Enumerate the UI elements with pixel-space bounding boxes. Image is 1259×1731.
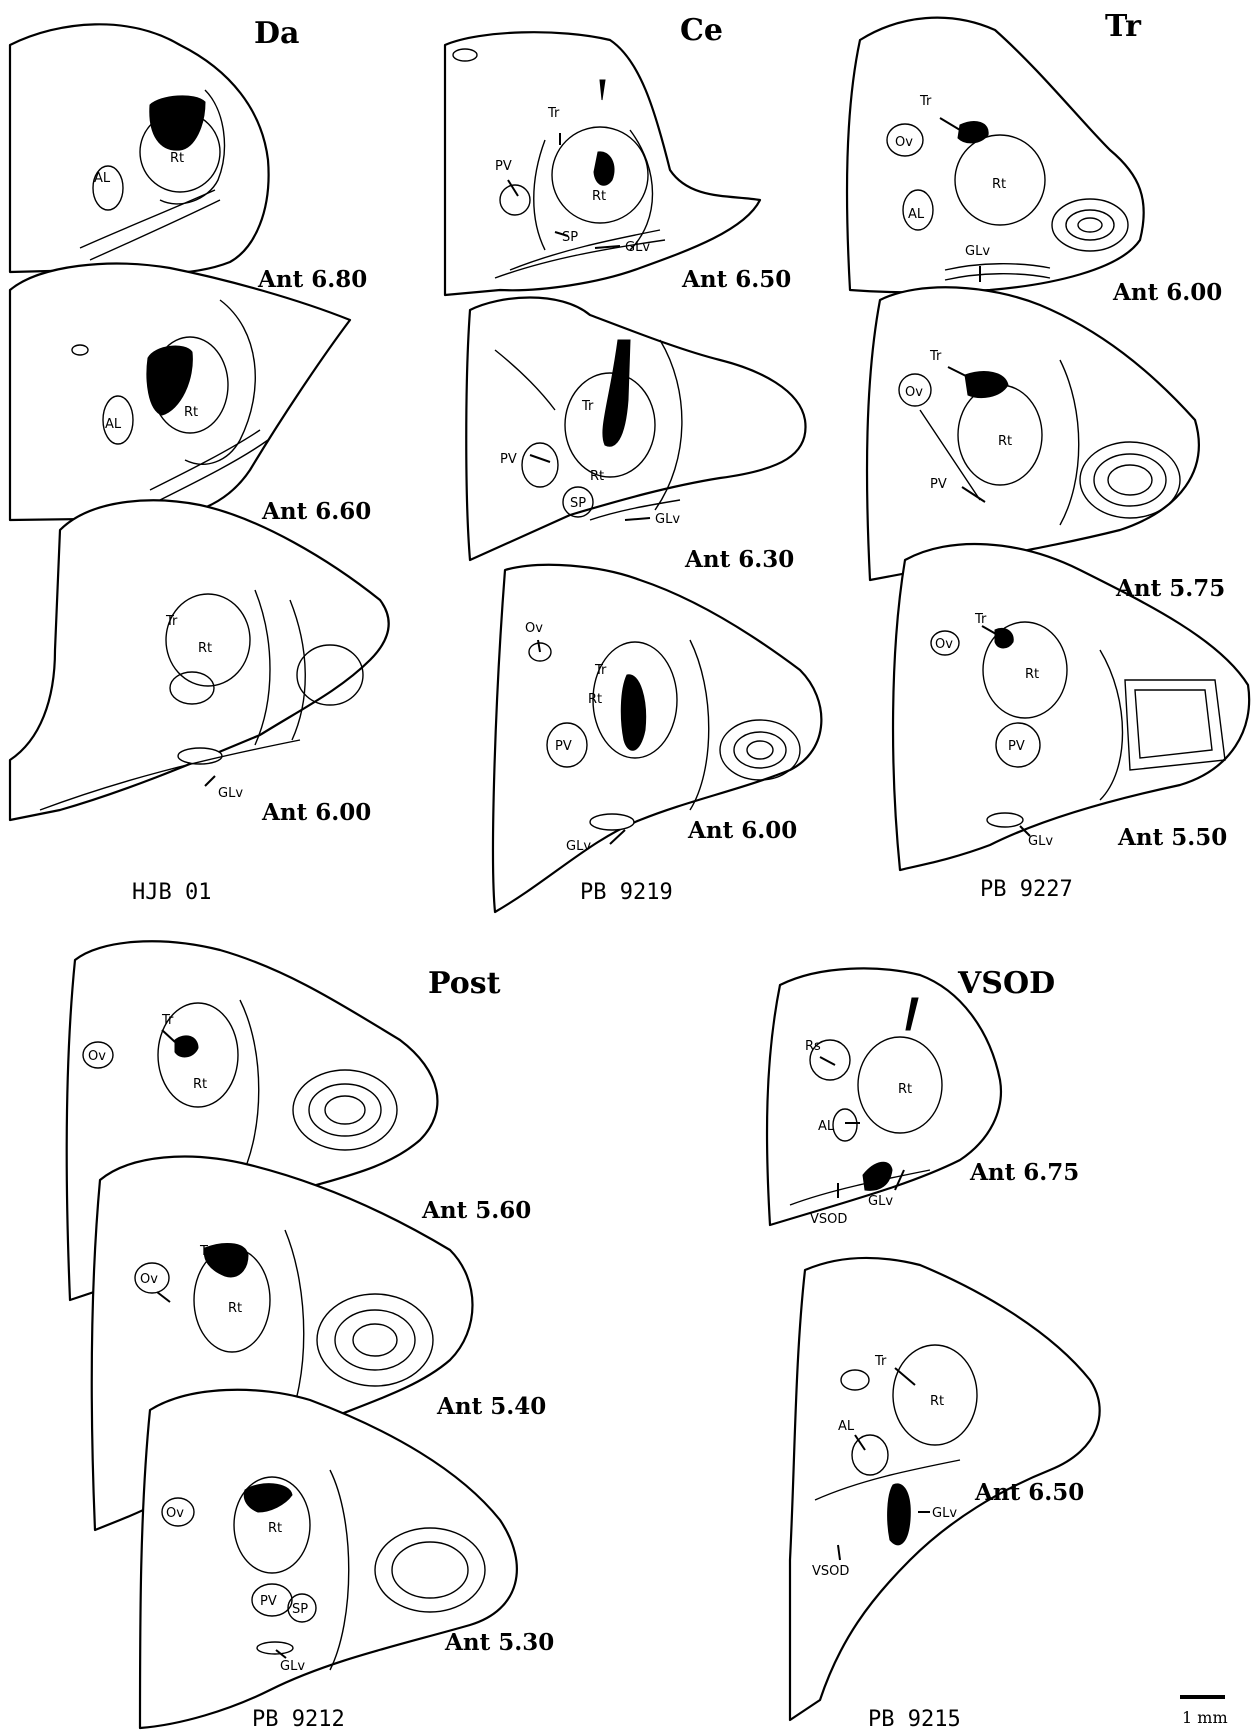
heading-tr: Tr (1105, 9, 1142, 44)
label-tr: Tr (594, 663, 607, 678)
label-glv: GLv (566, 839, 591, 854)
label-glv: GLv (868, 1194, 893, 1209)
level-label: Ant 5.40 (436, 1393, 546, 1420)
label-tr: Tr (874, 1354, 887, 1369)
label-tr: Tr (165, 614, 178, 629)
heading-ce: Ce (680, 13, 723, 48)
label-ov: Ov (905, 385, 923, 400)
section-post-ant530 (140, 1390, 517, 1728)
level-label: Ant 6.75 (969, 1159, 1079, 1186)
level-label: Ant 6.50 (974, 1479, 1084, 1506)
label-ov: Ov (140, 1272, 158, 1287)
case-id: HJB 01 (132, 880, 211, 905)
label-ov: Ov (935, 637, 953, 652)
label-rt: Rt (588, 692, 602, 707)
label-glv: GLv (625, 240, 650, 255)
panel-da (10, 24, 389, 820)
lesion-tr-600 (958, 122, 988, 143)
heading-da: Da (254, 16, 299, 51)
label-tr: Tr (919, 94, 932, 109)
label-pv: PV (500, 452, 517, 467)
label-rt: Rt (228, 1301, 242, 1316)
label-vsod: VSOD (812, 1564, 849, 1579)
label-tr: Tr (974, 612, 987, 627)
case-id: PB 9227 (980, 877, 1073, 902)
level-label: Ant 6.00 (261, 799, 371, 826)
label-sp: SP (562, 230, 578, 245)
label-glv: GLv (965, 244, 990, 259)
label-tr: Tr (199, 1244, 212, 1259)
level-label: Ant 6.80 (257, 266, 367, 293)
heading-post: Post (428, 966, 501, 1001)
case-id: PB 9219 (580, 880, 673, 905)
label-rt: Rt (592, 189, 606, 204)
label-glv: GLv (655, 512, 680, 527)
label-glv: GLv (218, 786, 243, 801)
label-tr: Tr (581, 399, 594, 414)
label-al: AL (94, 171, 111, 186)
label-al: AL (838, 1419, 855, 1434)
level-label: Ant 5.75 (1115, 575, 1225, 602)
label-rt: Rt (930, 1394, 944, 1409)
lesion-post-560 (175, 1036, 198, 1057)
label-rt: Rt (898, 1082, 912, 1097)
label-rt: Rt (198, 641, 212, 656)
label-glv: GLv (932, 1506, 957, 1521)
label-glv: GLv (280, 1659, 305, 1674)
label-pv: PV (555, 739, 572, 754)
section-da-ant600 (10, 500, 389, 820)
lesion-vsod-650 (888, 1484, 911, 1545)
section-tr-ant600 (847, 18, 1144, 293)
label-pv: PV (260, 1594, 277, 1609)
section-ce-ant600 (493, 565, 821, 912)
label-rs: Rs (805, 1039, 821, 1054)
level-label: Ant 5.50 (1117, 824, 1227, 851)
label-al: AL (105, 417, 122, 432)
level-label: Ant 5.60 (421, 1197, 531, 1224)
label-ov: Ov (88, 1049, 106, 1064)
level-label: Ant 6.00 (687, 817, 797, 844)
section-da-ant680 (10, 24, 269, 274)
label-glv: GLv (1028, 834, 1053, 849)
label-rt: Rt (590, 469, 604, 484)
label-sp: SP (292, 1602, 308, 1617)
label-pv: PV (495, 159, 512, 174)
label-tr: Tr (161, 1013, 174, 1028)
label-rt: Rt (193, 1077, 207, 1092)
section-tr-ant575 (867, 287, 1199, 580)
scale-bar-label: 1 mm (1182, 1708, 1228, 1727)
level-label: Ant 5.30 (444, 1629, 554, 1656)
scale-bar: 1 mm (1180, 1697, 1228, 1727)
level-label: Ant 6.00 (1112, 279, 1222, 306)
label-rt: Rt (1025, 667, 1039, 682)
case-id: PB 9212 (252, 1707, 345, 1731)
level-label: Ant 6.50 (681, 266, 791, 293)
label-al: AL (818, 1119, 835, 1134)
label-vsod: VSOD (810, 1212, 847, 1227)
label-tr: Tr (929, 349, 942, 364)
level-label: Ant 6.30 (684, 546, 794, 573)
label-ov: Ov (166, 1506, 184, 1521)
label-rt: Rt (170, 151, 184, 166)
label-al: AL (908, 207, 925, 222)
heading-vsod: VSOD (957, 966, 1055, 1001)
level-label: Ant 6.60 (261, 498, 371, 525)
label-ov: Ov (525, 621, 543, 636)
label-tr: Tr (547, 106, 560, 121)
panel-vsod (767, 968, 1100, 1720)
case-id: PB 9215 (868, 1707, 961, 1731)
label-ov: Ov (895, 135, 913, 150)
label-rt: Rt (268, 1521, 282, 1536)
label-rt: Rt (184, 405, 198, 420)
label-sp: SP (570, 496, 586, 511)
label-pv: PV (1008, 739, 1025, 754)
label-rt: Rt (998, 434, 1012, 449)
section-ce-ant630 (466, 298, 805, 561)
label-rt: Rt (992, 177, 1006, 192)
label-pv: PV (930, 477, 947, 492)
